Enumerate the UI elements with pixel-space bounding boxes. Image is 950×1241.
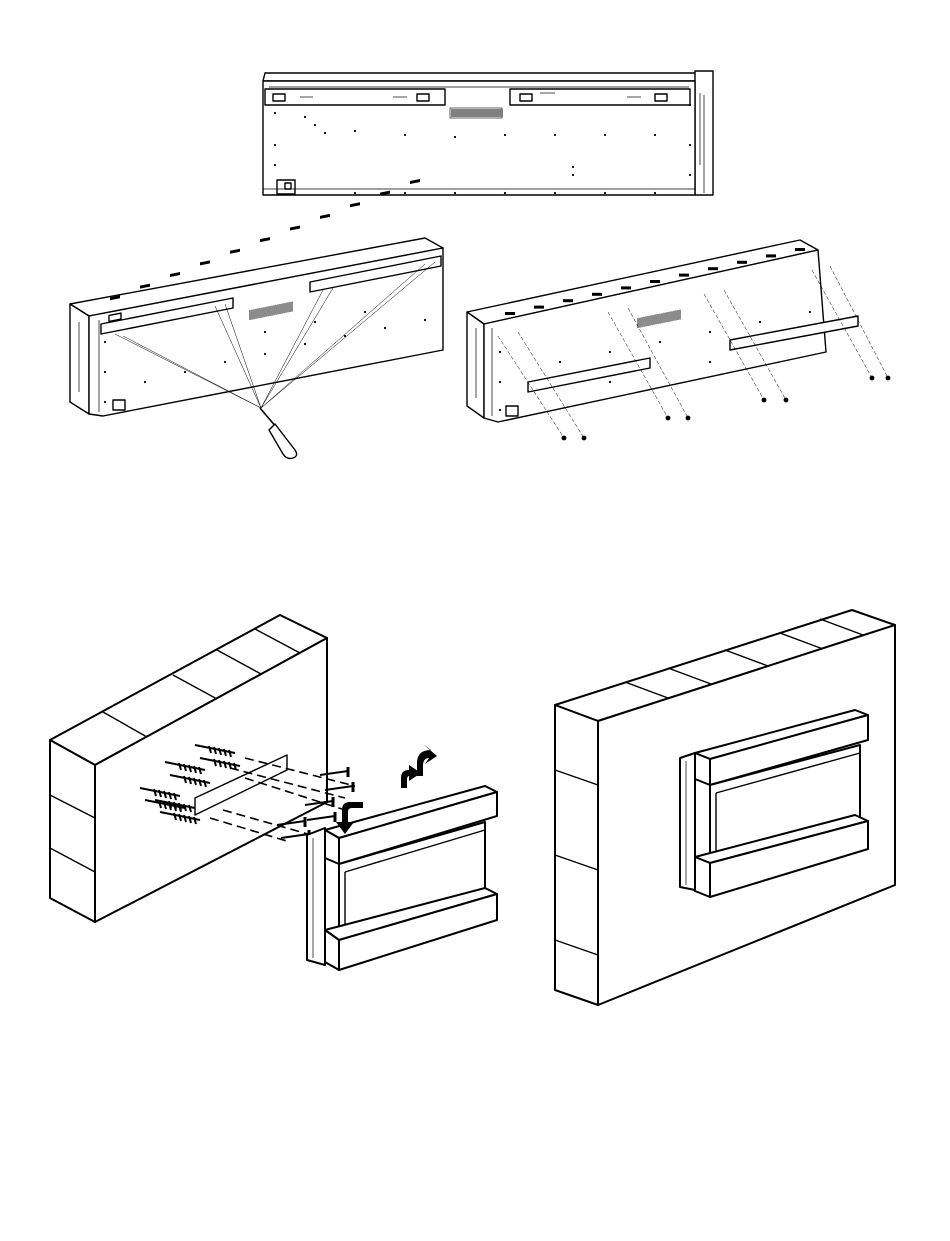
figure-unit-rear-view [255, 65, 720, 205]
lift-arrow-icon [401, 744, 437, 788]
figure-wall-mount-install [45, 610, 505, 980]
left-end-cap [467, 312, 484, 418]
figure-bracket-screws [460, 232, 900, 452]
figure-bracket-removal [65, 232, 455, 462]
screwdriver-icon [260, 408, 297, 459]
power-jack [506, 406, 518, 416]
power-jack [113, 400, 125, 410]
figure-wall-mounted-result [550, 605, 900, 1010]
vent-grille [450, 108, 502, 118]
top-trim [263, 73, 710, 81]
left-end-cap [70, 304, 89, 414]
